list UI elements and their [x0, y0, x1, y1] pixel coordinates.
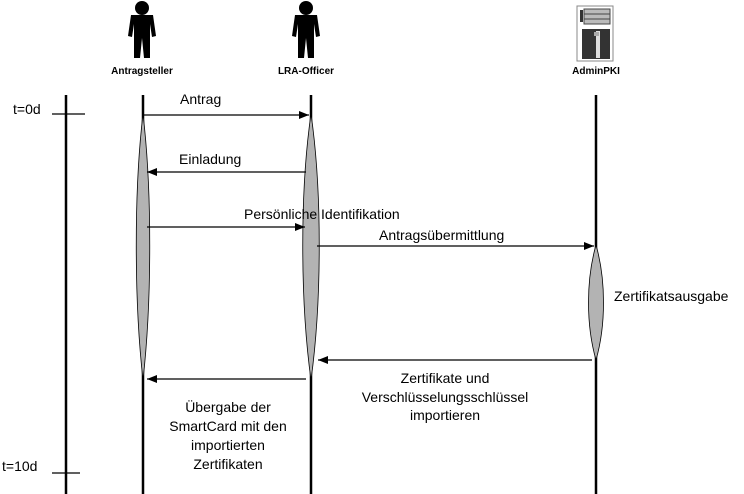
actor-lra-officer: LRA-Officer [278, 1, 334, 77]
message-smartcard-uebergabe: Übergabe der SmartCard mit den importier… [147, 375, 306, 472]
message-persoenliche-identifikation: Persönliche Identifikation [147, 206, 400, 231]
actor-label: LRA-Officer [278, 66, 334, 77]
time-start-label: t=0d [13, 101, 41, 117]
actor-antragsteller: Antragsteller [111, 1, 173, 77]
message-label: Einladung [179, 151, 241, 167]
note-line: importieren [410, 407, 480, 423]
message-antragsuebermittlung: Antragsübermittlung [317, 227, 594, 250]
message-antrag: Antrag [143, 91, 309, 119]
time-axis: t=0d t=10d [2, 95, 85, 494]
note-line: Verschlüsselungsschlüssel [362, 389, 529, 405]
server-icon [576, 5, 614, 62]
note-line: Zertifikate und [401, 370, 490, 386]
note-line: importierten [191, 437, 265, 453]
message-label: Persönliche Identifikation [244, 206, 400, 222]
message-zertifikate-import: Zertifikate und Verschlüsselungsschlüsse… [318, 356, 592, 423]
actor-label: Antragsteller [111, 66, 173, 77]
person-icon [128, 1, 156, 58]
actor-label: AdminPKI [572, 66, 620, 77]
person-icon [292, 1, 320, 58]
message-einladung: Einladung [147, 151, 306, 176]
activation-adminpki [588, 243, 604, 362]
time-end-label: t=10d [2, 458, 37, 474]
message-label: Antrag [180, 91, 221, 107]
actor-adminpki: AdminPKI [572, 5, 620, 77]
activation-antragsteller [135, 113, 151, 381]
note-line: SmartCard mit den [169, 418, 286, 434]
note-line: Zertifikaten [193, 456, 262, 472]
self-action-label: Zertifikatsausgabe [614, 288, 729, 304]
activation-lra-officer [302, 113, 320, 381]
note-line: Übergabe der [185, 398, 271, 415]
message-label: Antragsübermittlung [379, 227, 504, 243]
